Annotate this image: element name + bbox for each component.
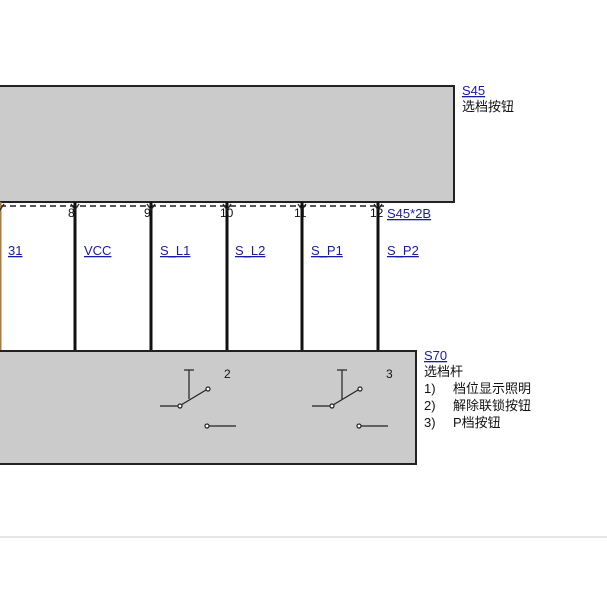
switch-label-3: 3 [386,367,393,381]
signal-label-31[interactable]: 31 [8,243,22,258]
signal-label-vcc[interactable]: VCC [84,243,111,258]
component-name-s70: 选档杆 [424,364,463,379]
pin-number-10: 10 [220,206,234,220]
pin-notch [373,203,383,212]
pin-notch [0,203,5,212]
switch-symbol-2 [160,369,236,429]
s70-item-3-num: 3) [424,415,436,430]
component-code-s45[interactable]: S45 [462,83,485,98]
pin-notch [70,203,80,212]
component-box-s70 [0,350,417,465]
signal-label-s-p2[interactable]: S_P2 [387,243,419,258]
footer-band [0,536,607,604]
signal-label-s-l2[interactable]: S_L2 [235,243,265,258]
pin-number-8: 8 [68,206,75,220]
pin-number-12: 12 [370,206,384,220]
component-code-s70[interactable]: S70 [424,348,447,363]
pin-notch [222,203,232,212]
s70-item-2-text: 解除联锁按钮 [453,398,531,413]
s70-item-1-text: 档位显示照明 [453,381,531,396]
signal-label-s-p1[interactable]: S_P1 [311,243,343,258]
pin-notch [146,203,156,212]
pin-number-9: 9 [144,206,151,220]
s70-item-1-num: 1) [424,381,436,396]
component-name-s45: 选档按钮 [462,99,514,114]
component-box-s45 [0,85,455,203]
connector-code-s45-2b[interactable]: S45*2B [387,206,431,221]
pin-notch [297,203,307,212]
signal-label-s-l1[interactable]: S_L1 [160,243,190,258]
s70-item-2-num: 2) [424,398,436,413]
switch-symbol-3 [312,369,388,429]
pin-number-11: 11 [294,206,307,220]
switch-label-2: 2 [224,367,231,381]
wires-group [0,202,383,351]
s70-item-3-text: P档按钮 [453,415,501,430]
